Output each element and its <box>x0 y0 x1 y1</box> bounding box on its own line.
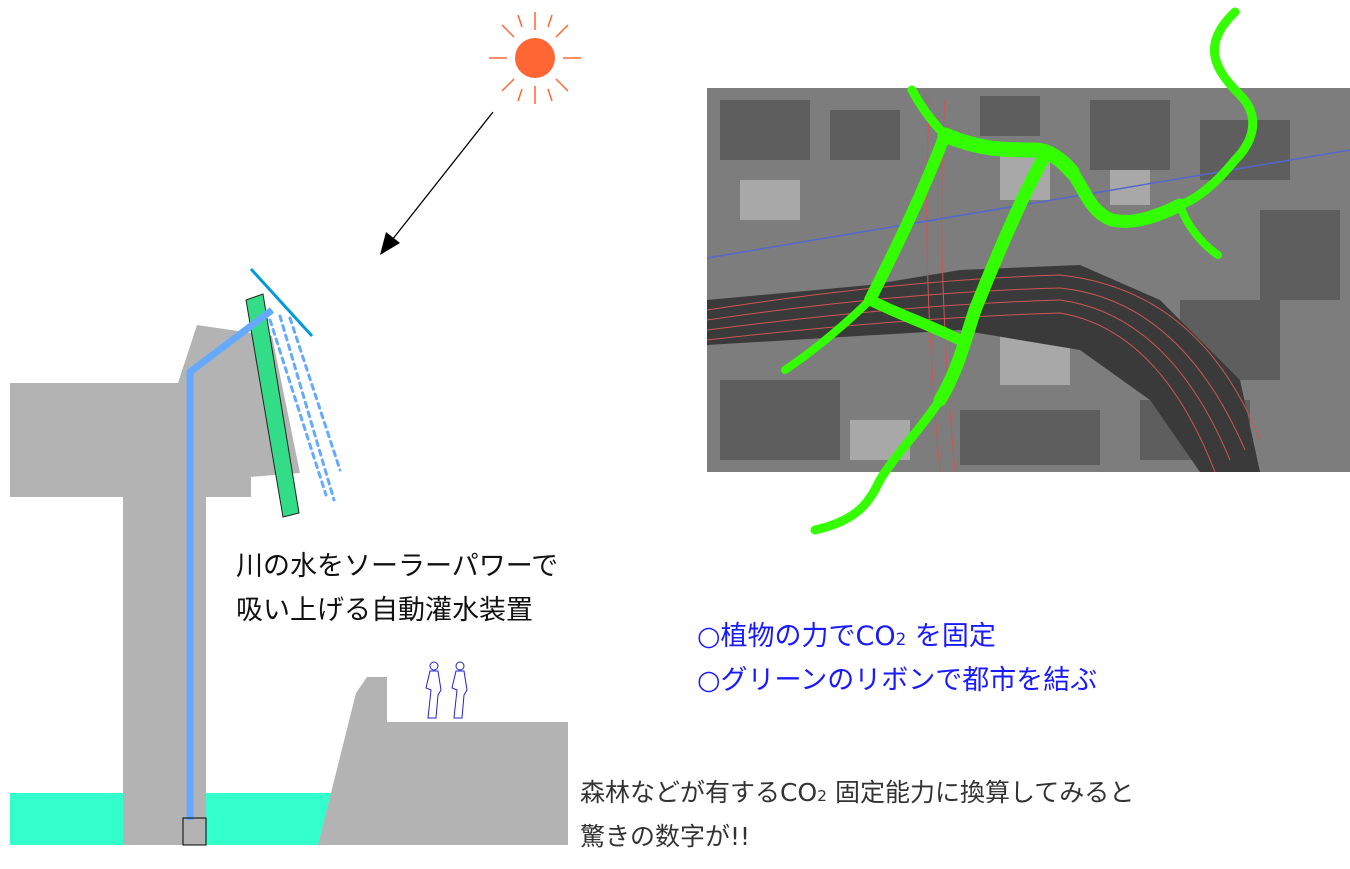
note-line-1-text-after: 固定能力に換算してみると <box>827 778 1135 807</box>
embankment <box>318 677 568 845</box>
people-icon <box>425 661 468 719</box>
green-ribbon <box>781 7 1258 535</box>
water-drips <box>268 314 342 502</box>
caption-line-1: 川の水をソーラーパワーで <box>236 551 559 582</box>
bullet-co2: ○植物の力でCO2 を固定 <box>697 616 996 660</box>
bullet-co2-text-after: を固定 <box>906 621 996 652</box>
caption-line-2: 吸い上げる自動灌水装置 <box>236 595 533 626</box>
pump-box <box>182 817 207 846</box>
green-wall-panel <box>245 293 300 518</box>
sun-icon <box>489 12 581 104</box>
solar-panel <box>249 267 314 338</box>
note-line-2: 驚きの数字が!! <box>580 822 751 851</box>
note-line-1-text: 森林などが有するCO <box>580 778 818 807</box>
bullet-co2-text: ○植物の力でCO <box>697 621 896 652</box>
irrigation-pipe <box>186 307 275 820</box>
sunlight-arrow <box>380 111 494 255</box>
note-line-1-subscript: 2 <box>817 787 828 805</box>
bullet-co2-subscript: 2 <box>895 629 907 649</box>
note-line-1: 森林などが有するCO2 固定能力に換算してみると <box>580 772 1134 817</box>
bullet-ribbon: ○グリーンのリボンで都市を結ぶ <box>697 665 1098 696</box>
